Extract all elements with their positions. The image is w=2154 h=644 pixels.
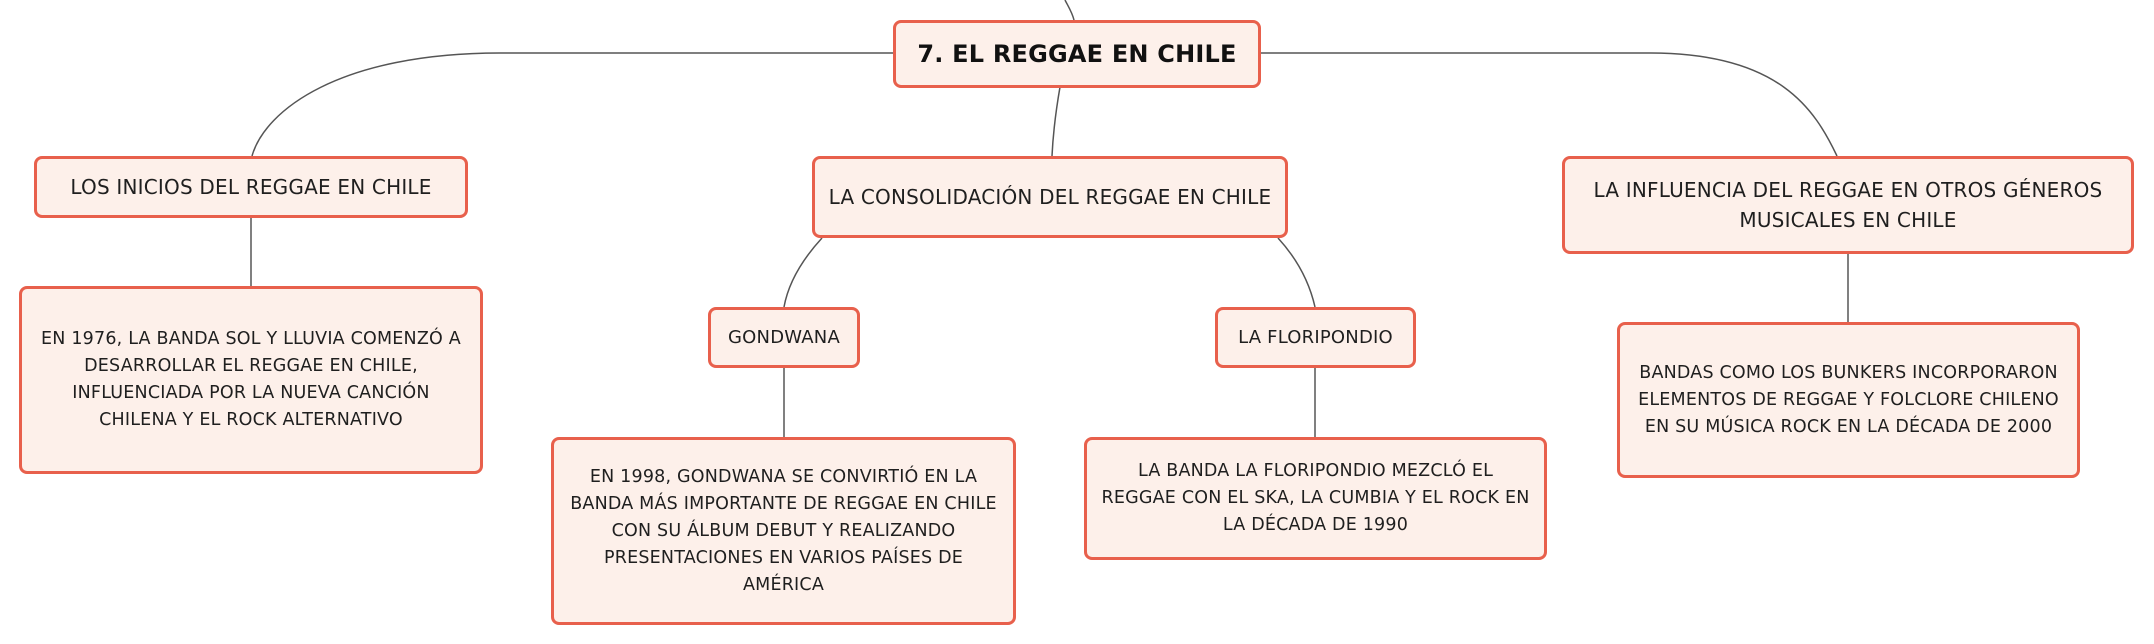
root-label: 7. EL REGGAE EN CHILE bbox=[917, 40, 1237, 68]
root-node[interactable]: 7. EL REGGAE EN CHILE bbox=[893, 20, 1261, 88]
branch-node-influencia[interactable]: LA INFLUENCIA DEL REGGAE EN OTROS GÉNERO… bbox=[1562, 156, 2134, 254]
detail-node-influencia[interactable]: BANDAS COMO LOS BUNKERS INCORPORARON ELE… bbox=[1617, 322, 2080, 478]
detail-node-inicios[interactable]: EN 1976, LA BANDA SOL Y LLUVIA COMENZÓ A… bbox=[19, 286, 483, 474]
sub-node-gondwana[interactable]: GONDWANA bbox=[708, 307, 860, 368]
sub-node-floripondio[interactable]: LA FLORIPONDIO bbox=[1215, 307, 1416, 368]
connector-branch-2-floripondio bbox=[1277, 237, 1316, 308]
branch-label: LA INFLUENCIA DEL REGGAE EN OTROS GÉNERO… bbox=[1593, 178, 2103, 232]
detail-text: EN 1998, GONDWANA SE CONVIRTIÓ EN LA BAN… bbox=[570, 466, 997, 595]
branch-label: LA CONSOLIDACIÓN DEL REGGAE EN CHILE bbox=[828, 185, 1272, 209]
detail-node-gondwana[interactable]: EN 1998, GONDWANA SE CONVIRTIÓ EN LA BAN… bbox=[551, 437, 1016, 625]
connector-branch-2-gondwana bbox=[783, 237, 823, 308]
detail-text: BANDAS COMO LOS BUNKERS INCORPORARON ELE… bbox=[1638, 362, 2059, 437]
detail-node-floripondio[interactable]: LA BANDA LA FLORIPONDIO MEZCLÓ EL REGGAE… bbox=[1084, 437, 1547, 560]
branch-node-inicios[interactable]: LOS INICIOS DEL REGGAE EN CHILE bbox=[34, 156, 468, 218]
connector-root-parent bbox=[1064, 0, 1075, 21]
detail-text: LA BANDA LA FLORIPONDIO MEZCLÓ EL REGGAE… bbox=[1101, 461, 1530, 535]
connector-root-branch-3 bbox=[1261, 52, 1838, 157]
sub-label: LA FLORIPONDIO bbox=[1238, 327, 1393, 348]
connector-root-branch-2 bbox=[1051, 86, 1061, 157]
detail-text: EN 1976, LA BANDA SOL Y LLUVIA COMENZÓ A… bbox=[41, 329, 461, 430]
sub-label: GONDWANA bbox=[728, 327, 840, 348]
branch-node-consolidacion[interactable]: LA CONSOLIDACIÓN DEL REGGAE EN CHILE bbox=[812, 156, 1288, 238]
branch-label: LOS INICIOS DEL REGGAE EN CHILE bbox=[70, 175, 432, 199]
connector-root-branch-1 bbox=[251, 52, 893, 157]
